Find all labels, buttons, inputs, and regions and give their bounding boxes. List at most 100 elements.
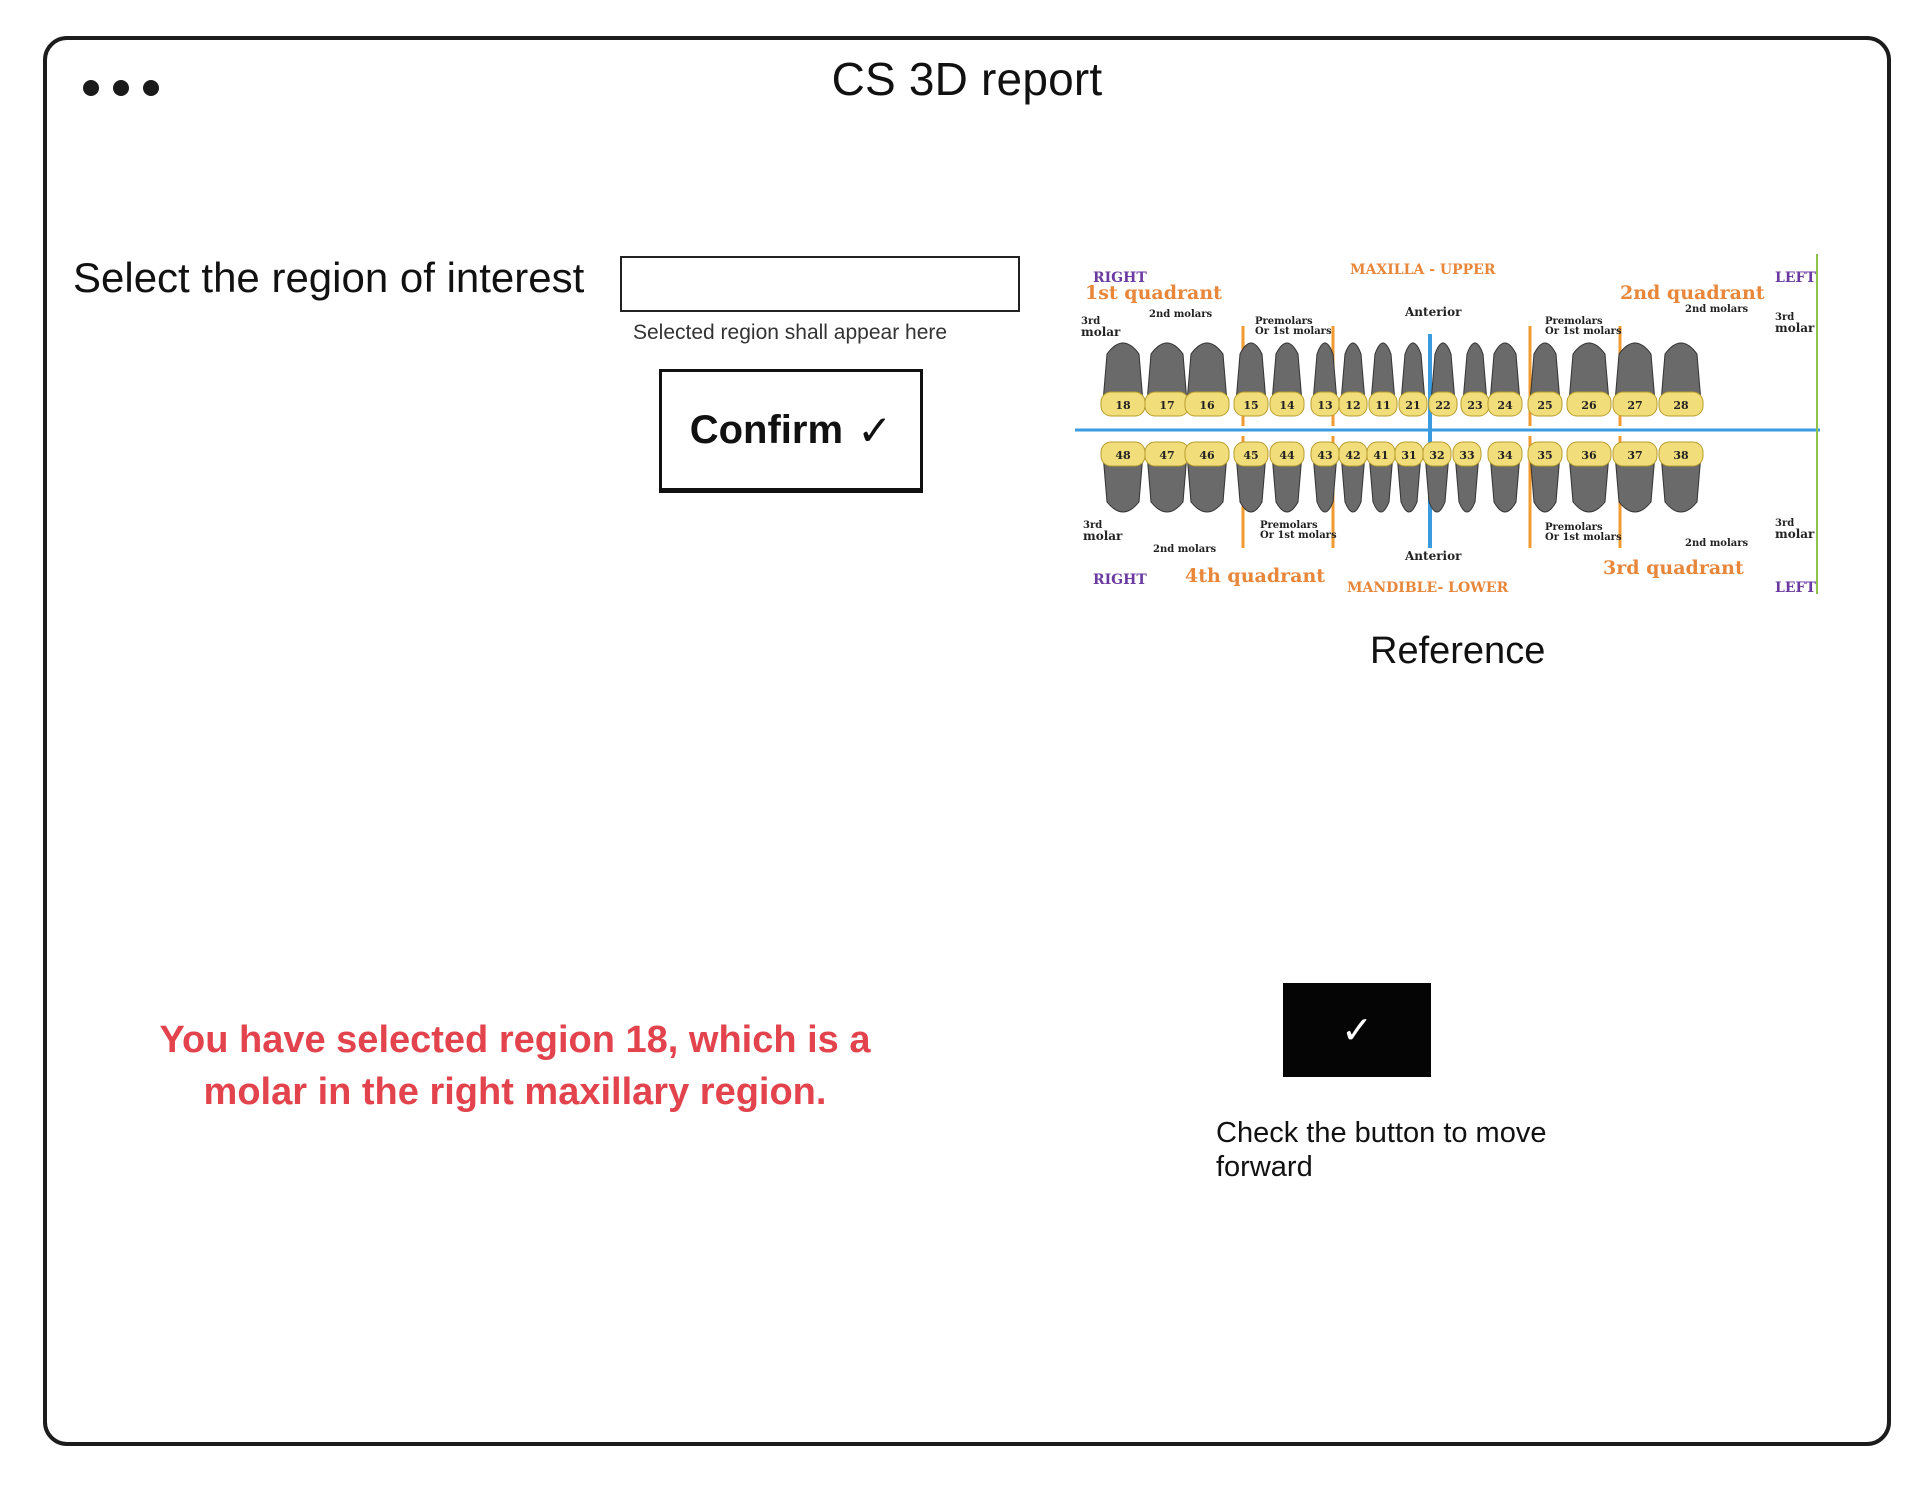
- mandible-label: MANDIBLE- LOWER: [1347, 580, 1509, 596]
- tooth-number: 31: [1401, 449, 1416, 462]
- window-menu-dots[interactable]: [83, 80, 159, 96]
- roi-input[interactable]: [620, 256, 1020, 312]
- left-label-lower: LEFT: [1775, 580, 1816, 596]
- tooth-number: 47: [1159, 449, 1174, 462]
- tooth-root: [1660, 342, 1702, 403]
- tooth-root: [1568, 342, 1610, 403]
- tooth-root: [1614, 453, 1656, 513]
- molars2-lower: 2nd molars: [1153, 544, 1217, 555]
- tooth-number: 28: [1673, 399, 1689, 412]
- tooth-root: [1312, 342, 1338, 403]
- tooth-crown: [1487, 441, 1523, 467]
- tooth-root: [1400, 342, 1426, 403]
- molars2-lower-r: 2nd molars: [1685, 538, 1749, 549]
- tooth-crown: [1338, 391, 1368, 417]
- tooth-number: 36: [1581, 449, 1597, 462]
- tooth-root: [1396, 453, 1422, 513]
- next-button[interactable]: ✓: [1283, 983, 1431, 1077]
- molar3-lower-b2: molar: [1775, 527, 1815, 541]
- next-hint: Check the button to move forward: [1216, 1117, 1547, 1183]
- tooth-root: [1529, 453, 1561, 513]
- tooth-number: 26: [1581, 399, 1597, 412]
- molars2-upper-r: 2nd molars: [1685, 304, 1749, 315]
- tooth-number: 15: [1243, 399, 1258, 412]
- roi-label: Select the region of interest: [73, 254, 585, 301]
- molar3-lower-b: molar: [1083, 529, 1123, 543]
- molar3-upper-b: molar: [1081, 325, 1121, 339]
- tooth-crown: [1269, 441, 1305, 467]
- tooth-crown: [1452, 441, 1482, 467]
- left-label: LEFT: [1775, 270, 1816, 286]
- tooth-root: [1312, 453, 1338, 513]
- tooth-crown: [1398, 391, 1428, 417]
- premolars-lower-b2: Or 1st molars: [1545, 532, 1622, 543]
- tooth-root: [1235, 453, 1267, 513]
- molar3-upper-a: 3rd: [1081, 316, 1100, 327]
- tooth-number: 41: [1373, 449, 1388, 462]
- tooth-root: [1340, 453, 1366, 513]
- molar3-lower-a: 3rd: [1083, 520, 1102, 531]
- tooth-number: 11: [1375, 399, 1390, 412]
- tooth-root: [1489, 453, 1521, 513]
- anterior-upper-label: Anterior: [1404, 305, 1462, 319]
- tooth-number: 43: [1317, 449, 1332, 462]
- tooth-number: 14: [1279, 399, 1295, 412]
- tooth-root: [1271, 453, 1303, 513]
- tooth-number: 45: [1243, 449, 1258, 462]
- q3-label: 3rd quadrant: [1603, 557, 1744, 579]
- anterior-lower-label: Anterior: [1404, 549, 1462, 563]
- selection-message: You have selected region 18, which is a …: [159, 1019, 871, 1113]
- dot-icon: [113, 80, 129, 96]
- tooth-crown: [1658, 441, 1704, 467]
- premolars-lower-a2: Premolars: [1545, 522, 1603, 533]
- right-label-lower: RIGHT: [1093, 572, 1147, 588]
- tooth-root: [1146, 453, 1188, 513]
- tooth-root: [1660, 453, 1702, 513]
- tooth-number: 37: [1627, 449, 1642, 462]
- molar3-lower-a2: 3rd: [1775, 518, 1794, 529]
- tooth-number: 21: [1405, 399, 1420, 412]
- q1-label: 1st quadrant: [1085, 282, 1222, 304]
- tooth-root: [1146, 342, 1188, 403]
- tooth-root: [1271, 342, 1303, 403]
- tooth-number: 35: [1537, 449, 1552, 462]
- tooth-number: 42: [1345, 449, 1360, 462]
- tooth-crown: [1428, 391, 1458, 417]
- dot-icon: [143, 80, 159, 96]
- molar3-upper-b2: molar: [1775, 321, 1815, 335]
- tooth-crown: [1184, 441, 1230, 467]
- tooth-number: 13: [1317, 399, 1332, 412]
- maxilla-label: MAXILLA - UPPER: [1350, 262, 1496, 278]
- tooth-chart-svg: RIGHT MAXILLA - UPPER LEFT 1st quadrant …: [1075, 254, 1820, 596]
- window-title: CS 3D report: [831, 53, 1103, 105]
- premolars-upper-b2: Or 1st molars: [1545, 326, 1622, 337]
- tooth-crown: [1487, 391, 1523, 417]
- confirm-label: Confirm: [689, 407, 844, 452]
- tooth-root: [1370, 342, 1396, 403]
- tooth-number: 34: [1497, 449, 1513, 462]
- tooth-number: 33: [1459, 449, 1474, 462]
- tooth-number: 12: [1345, 399, 1360, 412]
- tooth-root: [1235, 342, 1267, 403]
- tooth-crown: [1612, 441, 1658, 467]
- reference-caption: Reference: [1370, 630, 1546, 672]
- tooth-number: 22: [1435, 399, 1450, 412]
- tooth-crown: [1612, 391, 1658, 417]
- confirm-button[interactable]: Confirm ✓: [659, 369, 923, 493]
- app-window: CS 3D report: [43, 36, 1891, 1446]
- tooth-crown: [1527, 441, 1563, 467]
- tooth-chart: RIGHT MAXILLA - UPPER LEFT 1st quadrant …: [1075, 254, 1820, 604]
- tooth-crown: [1184, 391, 1230, 417]
- tooth-number: 38: [1673, 449, 1689, 462]
- premolars-lower-b: Or 1st molars: [1260, 530, 1337, 541]
- tooth-crown: [1269, 391, 1305, 417]
- tooth-root: [1102, 342, 1144, 403]
- tooth-root: [1368, 453, 1394, 513]
- dot-icon: [83, 80, 99, 96]
- tooth-crown: [1422, 441, 1452, 467]
- tooth-crown: [1566, 441, 1612, 467]
- tooth-crown: [1368, 391, 1398, 417]
- molar3-upper-a2: 3rd: [1775, 312, 1794, 323]
- tooth-root: [1454, 453, 1480, 513]
